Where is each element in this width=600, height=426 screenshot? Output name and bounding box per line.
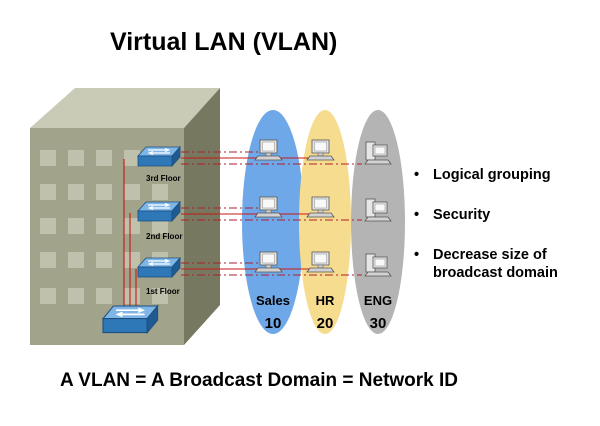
vlan-eng-id: 30: [370, 315, 387, 332]
benefit-item: Decrease size of broadcast domain: [414, 246, 593, 282]
floor-label-3rd: 3rd Floor: [146, 174, 181, 183]
benefit-item: Security: [414, 206, 593, 224]
access-links: [181, 151, 362, 276]
vlan-hr-name: HR: [316, 293, 335, 308]
eng-workstation-icon: [364, 198, 392, 222]
switch-3rd-floor: [137, 146, 181, 167]
vlan-sales-id: 10: [265, 315, 282, 332]
vlan-hr-ellipse: [299, 110, 351, 334]
vlan-sales-ellipse: [242, 110, 304, 334]
vlan-hr-id: 20: [317, 315, 334, 332]
eng-workstation-icon: [364, 141, 392, 165]
switch-1st-floor: [137, 257, 181, 278]
page-title: Virtual LAN (VLAN): [110, 28, 338, 56]
switch-2nd-floor: [137, 201, 181, 222]
benefit-list: Logical grouping Security Decrease size …: [414, 166, 593, 304]
floor-label-2nd: 2nd Floor: [146, 232, 182, 241]
building-windows: [40, 150, 168, 304]
core-switch: [102, 305, 159, 334]
benefit-item: Logical grouping: [414, 166, 593, 184]
eng-workstation-icon: [364, 253, 392, 277]
vlan-eng-name: ENG: [364, 293, 392, 308]
vlan-eng-ellipse: [351, 110, 405, 334]
building-roof: [30, 88, 220, 128]
vlan-definition: A VLAN = A Broadcast Domain = Network ID: [60, 370, 459, 391]
building-side: [184, 88, 220, 345]
vlan-sales-name: Sales: [256, 293, 290, 308]
floor-label-1st: 1st Floor: [146, 287, 180, 296]
